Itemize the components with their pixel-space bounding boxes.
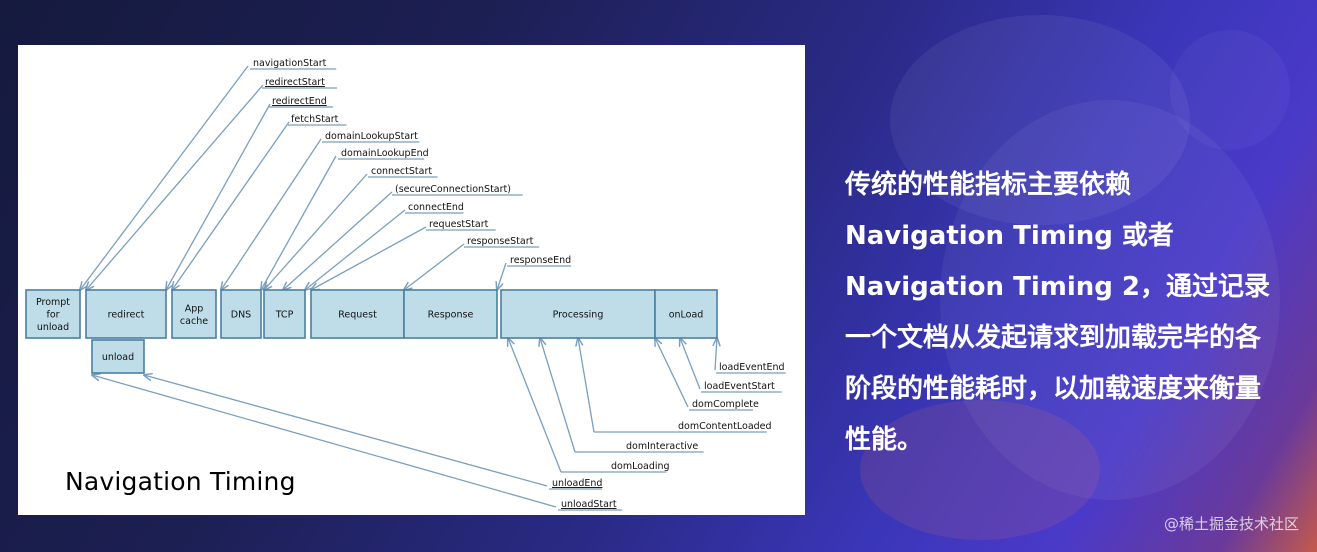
- event-arrow-requestStart: [311, 226, 427, 290]
- phase-label-prompt: Prompt: [36, 297, 70, 308]
- phase-label-response: Response: [428, 310, 474, 321]
- event-arrow-redirectStart: [86, 84, 264, 290]
- event-label-navigationStart: navigationStart: [253, 58, 327, 69]
- event-label-unloadEnd: unloadEnd: [552, 478, 602, 489]
- arrow-layer: [80, 65, 786, 511]
- phase-label-tcp: TCP: [275, 310, 294, 321]
- phase-label-prompt: unload: [37, 322, 69, 333]
- phase-box-processing: [500, 289, 656, 339]
- event-arrow-domainLookupStart: [221, 138, 322, 290]
- event-label-domLoading: domLoading: [611, 461, 670, 472]
- phase-box-dns: [220, 289, 262, 339]
- phase-label-unload: unload: [102, 352, 134, 363]
- phase-label-redirect: redirect: [108, 310, 145, 321]
- diagram-caption: Navigation Timing: [65, 467, 296, 496]
- phase-label-request: Request: [338, 310, 377, 321]
- watermark-text: @稀土掘金技术社区: [1163, 515, 1299, 533]
- event-label-layer: navigationStart redirectStart redirectEnd f…: [253, 58, 785, 510]
- phase-label-appcache: cache: [180, 316, 208, 327]
- event-arrow-redirectEnd: [166, 103, 271, 290]
- event-label-responseEnd: responseEnd: [510, 255, 571, 266]
- description-line: 一个文档从发起请求到加载完毕的各: [845, 323, 1262, 353]
- event-arrow-domInteractive: [540, 338, 576, 453]
- event-label-loadEventEnd: loadEventEnd: [719, 362, 785, 373]
- event-label-fetchStart: fetchStart: [291, 114, 339, 125]
- phase-box-request: [310, 289, 405, 339]
- event-label-domInteractive: domInteractive: [626, 441, 698, 452]
- phase-box-redirect: [85, 289, 167, 339]
- phase-label-dns: DNS: [231, 310, 251, 321]
- event-arrow-domComplete: [655, 338, 689, 408]
- event-arrow-responseEnd: [497, 262, 507, 290]
- event-arrow-domainLookupEnd: [261, 155, 337, 290]
- phase-label-onload: onLoad: [669, 310, 704, 321]
- description-line: Navigation Timing 2，通过记录: [845, 272, 1271, 302]
- event-label-requestStart: requestStart: [429, 219, 489, 230]
- event-arrow-connectStart: [264, 173, 368, 290]
- phase-box-prompt: [25, 289, 81, 339]
- description-line: 传统的性能指标主要依赖: [845, 170, 1132, 200]
- event-label-secureConnectionStart: (secureConnectionStart): [395, 184, 511, 195]
- timing-diagram-svg: PromptforunloadredirectunloadAppcacheDNS…: [25, 58, 786, 511]
- event-label-redirectStart: redirectStart: [265, 77, 325, 88]
- phase-box-layer: PromptforunloadredirectunloadAppcacheDNS…: [25, 289, 718, 374]
- event-arrow-fetchStart: [172, 121, 290, 290]
- phase-box-unload: [91, 339, 145, 374]
- event-label-redirectEnd: redirectEnd: [272, 96, 327, 107]
- event-label-connectEnd: connectEnd: [408, 202, 464, 213]
- phase-label-appcache: App: [185, 303, 204, 314]
- event-label-responseStart: responseStart: [467, 236, 534, 247]
- slide-description: 传统的性能指标主要依赖 Navigation Timing 或者 Navigat…: [845, 160, 1315, 466]
- description-line: 阶段的性能耗时，以加载速度来衡量: [845, 374, 1262, 404]
- phase-label-prompt: for: [46, 310, 59, 321]
- event-arrow-unloadEnd: [144, 375, 548, 487]
- description-line: 性能。: [845, 425, 924, 455]
- event-label-domComplete: domComplete: [692, 399, 759, 410]
- event-arrow-loadEventEnd: [715, 338, 717, 371]
- event-arrow-navigationStart: [80, 65, 249, 290]
- event-arrow-responseStart: [404, 243, 465, 290]
- event-arrow-domLoading: [508, 338, 562, 473]
- event-arrow-secureConnectionStart: [283, 191, 393, 290]
- phase-label-processing: Processing: [553, 310, 604, 321]
- event-label-unloadStart: unloadStart: [561, 499, 617, 510]
- event-arrow-domContentLoaded: [578, 338, 595, 433]
- event-label-domainLookupStart: domainLookupStart: [325, 131, 418, 142]
- phase-box-response: [403, 289, 498, 339]
- event-arrow-loadEventStart: [680, 338, 701, 390]
- event-arrow-unloadStart: [92, 375, 557, 508]
- event-arrow-connectEnd: [305, 209, 406, 290]
- phase-box-tcp: [263, 289, 306, 339]
- event-label-loadEventStart: loadEventStart: [704, 381, 775, 392]
- phase-box-appcache: [171, 289, 217, 339]
- event-label-domainLookupEnd: domainLookupEnd: [341, 148, 429, 159]
- phase-box-onload: [654, 289, 718, 339]
- description-line: Navigation Timing 或者: [845, 221, 1174, 251]
- event-label-domContentLoaded: domContentLoaded: [678, 421, 772, 432]
- event-label-connectStart: connectStart: [371, 166, 432, 177]
